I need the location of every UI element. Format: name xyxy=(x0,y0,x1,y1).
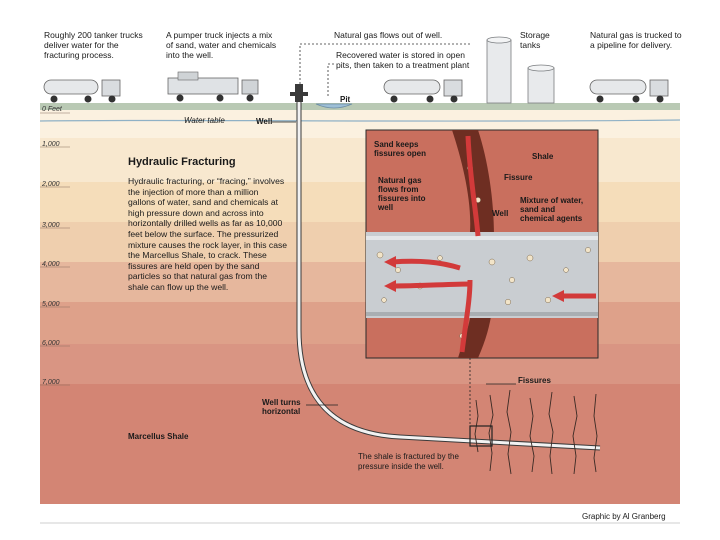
label-pit: Pit xyxy=(340,95,351,104)
depth-label-1: 1,000 xyxy=(42,141,60,148)
depth-label-5: 5,000 xyxy=(42,301,60,308)
label-marcellus: Marcellus Shale xyxy=(128,432,189,441)
label-well-turns: Well turns horizontal xyxy=(262,398,301,416)
inset-label-mixture: Mixture of water, sand and chemical agen… xyxy=(520,196,584,223)
tanker-truck-1 xyxy=(43,79,121,103)
ground-surface xyxy=(40,103,680,111)
tanker-truck-2 xyxy=(383,79,463,103)
gas-flow-arrows xyxy=(391,135,596,353)
explanation-title: Hydraulic Fracturing xyxy=(128,156,236,168)
caption-tankers: Roughly 200 tanker trucks deliver water … xyxy=(44,30,143,60)
label-well: Well xyxy=(256,117,273,126)
tanker-truck-3 xyxy=(589,79,669,103)
depth-label-2: 2,000 xyxy=(42,181,60,188)
label-fissures: Fissures xyxy=(518,376,551,385)
label-shale-fractured: The shale is fractured by the pressure i… xyxy=(358,452,459,471)
inset-label-sand: Sand keeps fissures open xyxy=(374,140,427,158)
depth-label-7: 7,000 xyxy=(42,379,60,386)
depth-ticks xyxy=(40,112,70,386)
depth-label-6: 6,000 xyxy=(42,340,60,347)
explanation-body: Hydraulic fracturing, or “fracing,” invo… xyxy=(128,176,288,292)
caption-storage: Storage tanks xyxy=(520,30,550,50)
depth-label-3: 3,000 xyxy=(42,222,60,229)
water-pit xyxy=(315,103,353,109)
pumper-truck xyxy=(167,71,259,102)
marcellus-shale-layer xyxy=(40,384,680,504)
storage-tanks xyxy=(486,36,555,104)
inset-label-gas-from: Natural gas flows from fissures into wel… xyxy=(378,176,426,212)
depth-label-0: 0 Feet xyxy=(42,106,62,113)
caption-pumper: A pumper truck injects a mix of sand, wa… xyxy=(166,30,277,60)
inset-label-shale: Shale xyxy=(532,152,554,161)
caption-gas-flows: Natural gas flows out of well. xyxy=(334,30,443,40)
water-table-line xyxy=(39,119,681,122)
inset-well-pipe xyxy=(366,232,598,318)
label-water-table: Water table xyxy=(184,116,225,125)
inset-label-fissure: Fissure xyxy=(504,173,533,182)
graphic-credit: Graphic by Al Granberg xyxy=(582,512,666,521)
flow-leaders xyxy=(299,43,472,96)
fissures xyxy=(474,389,598,475)
inset-magnified-view xyxy=(365,129,599,359)
depth-label-4: 4,000 xyxy=(42,261,60,268)
caption-recovered: Recovered water is stored in open pits, … xyxy=(336,50,470,70)
zoom-box xyxy=(469,425,493,447)
inset-label-well: Well xyxy=(492,209,509,218)
wellhead xyxy=(290,84,308,102)
caption-trucked: Natural gas is trucked to a pipeline for… xyxy=(590,30,682,50)
